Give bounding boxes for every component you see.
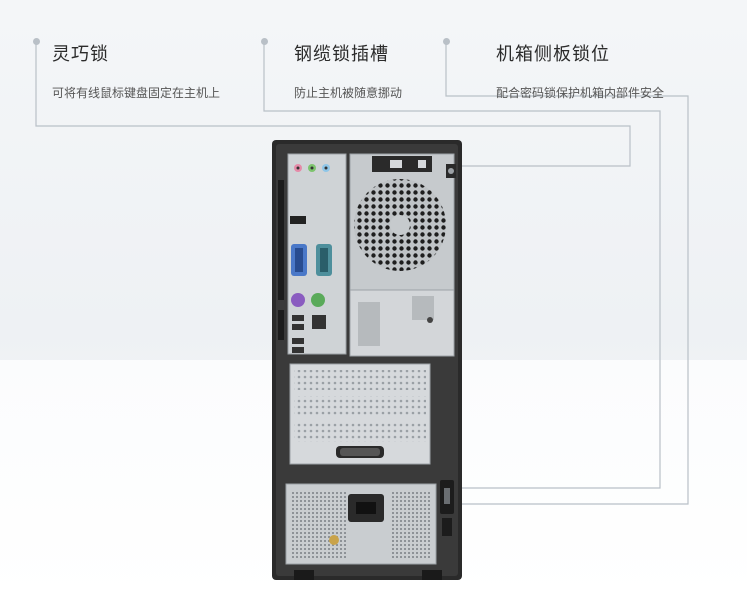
pc-tower-rear-illustration xyxy=(272,140,462,580)
hdmi-port xyxy=(290,216,306,224)
marker-dot-1 xyxy=(33,38,40,45)
feature-title: 钢缆锁插槽 xyxy=(294,44,389,65)
feature-title: 机箱侧板锁位 xyxy=(496,44,610,65)
feature-smart-lock: 灵巧锁 可将有线鼠标键盘固定在主机上 xyxy=(52,40,220,101)
feature-title: 灵巧锁 xyxy=(52,44,109,65)
feature-desc: 可将有线鼠标键盘固定在主机上 xyxy=(52,86,221,100)
ps2-keyboard-port xyxy=(291,293,305,307)
feature-desc: 配合密码锁保护机箱内部件安全 xyxy=(496,86,665,100)
feature-cable-lock-slot: 钢缆锁插槽 防止主机被随意挪动 xyxy=(294,40,402,101)
marker-dot-2 xyxy=(261,38,268,45)
ps2-mouse-port xyxy=(311,293,325,307)
marker-dot-3 xyxy=(443,38,450,45)
feature-desc: 防止主机被随意挪动 xyxy=(294,86,403,100)
feature-side-panel-lock: 机箱侧板锁位 配合密码锁保护机箱内部件安全 xyxy=(496,40,664,101)
lan-port xyxy=(312,315,326,329)
